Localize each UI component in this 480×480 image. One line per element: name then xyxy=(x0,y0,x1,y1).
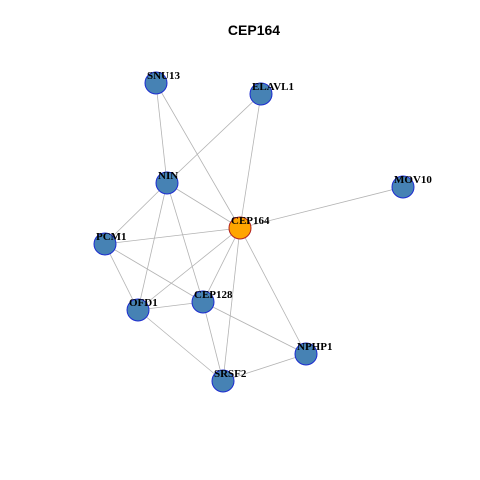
node-circle-nin xyxy=(155,171,179,195)
edge-snu13-cep164 xyxy=(155,82,241,229)
node-circle-cep128 xyxy=(191,290,215,314)
node-circle-elavl1 xyxy=(249,82,273,106)
node-circle-ofd1 xyxy=(126,298,150,322)
node-label-mov10: MOV10 xyxy=(394,174,432,186)
edge-pcm1-ofd1 xyxy=(104,243,139,311)
edge-elavl1-cep164 xyxy=(239,93,262,229)
edge-mov10-cep164 xyxy=(239,186,404,229)
node-label-pcm1: PCM1 xyxy=(96,231,127,243)
edge-nin-cep164 xyxy=(166,182,241,229)
node-pcm1: PCM1 xyxy=(93,231,127,256)
node-snu13: SNU13 xyxy=(144,70,181,95)
node-circle-srsf2 xyxy=(211,369,235,393)
node-label-nphp1: NPHP1 xyxy=(297,341,332,353)
node-mov10: MOV10 xyxy=(391,174,432,199)
edge-cep128-nphp1 xyxy=(202,301,307,355)
node-label-cep128: CEP128 xyxy=(194,289,233,301)
node-circle-nphp1 xyxy=(294,342,318,366)
node-nphp1: NPHP1 xyxy=(294,341,332,366)
node-label-snu13: SNU13 xyxy=(147,70,181,82)
edge-cep164-nphp1 xyxy=(239,227,307,355)
edge-cep164-cep128 xyxy=(202,227,241,303)
node-elavl1: ELAVL1 xyxy=(249,81,294,106)
edge-nin-ofd1 xyxy=(137,182,168,311)
node-label-nin: NIN xyxy=(158,170,178,182)
edge-cep128-srsf2 xyxy=(202,301,224,382)
diagram-title: CEP164 xyxy=(228,22,280,38)
node-cep128: CEP128 xyxy=(191,289,233,314)
node-label-ofd1: OFD1 xyxy=(129,297,158,309)
edge-cep164-ofd1 xyxy=(137,227,241,311)
edges-layer xyxy=(104,82,404,382)
node-cep164: CEP164 xyxy=(228,215,270,240)
edge-snu13-nin xyxy=(155,82,168,184)
edge-srsf2-nphp1 xyxy=(222,353,307,382)
node-circle-mov10 xyxy=(391,175,415,199)
edge-cep164-pcm1 xyxy=(104,227,241,245)
node-label-cep164: CEP164 xyxy=(231,215,270,227)
node-srsf2: SRSF2 xyxy=(211,368,247,393)
node-circle-pcm1 xyxy=(93,232,117,256)
edge-elavl1-nin xyxy=(166,93,262,184)
node-circle-snu13 xyxy=(144,71,168,95)
node-circle-cep164 xyxy=(228,216,252,240)
node-label-srsf2: SRSF2 xyxy=(214,368,247,380)
edge-ofd1-srsf2 xyxy=(137,309,224,382)
edge-pcm1-cep128 xyxy=(104,243,204,303)
edge-nin-pcm1 xyxy=(104,182,168,245)
node-label-elavl1: ELAVL1 xyxy=(252,81,294,93)
edge-cep164-srsf2 xyxy=(222,227,241,382)
node-nin: NIN xyxy=(155,170,179,195)
edge-nin-cep128 xyxy=(166,182,204,303)
node-ofd1: OFD1 xyxy=(126,297,158,322)
